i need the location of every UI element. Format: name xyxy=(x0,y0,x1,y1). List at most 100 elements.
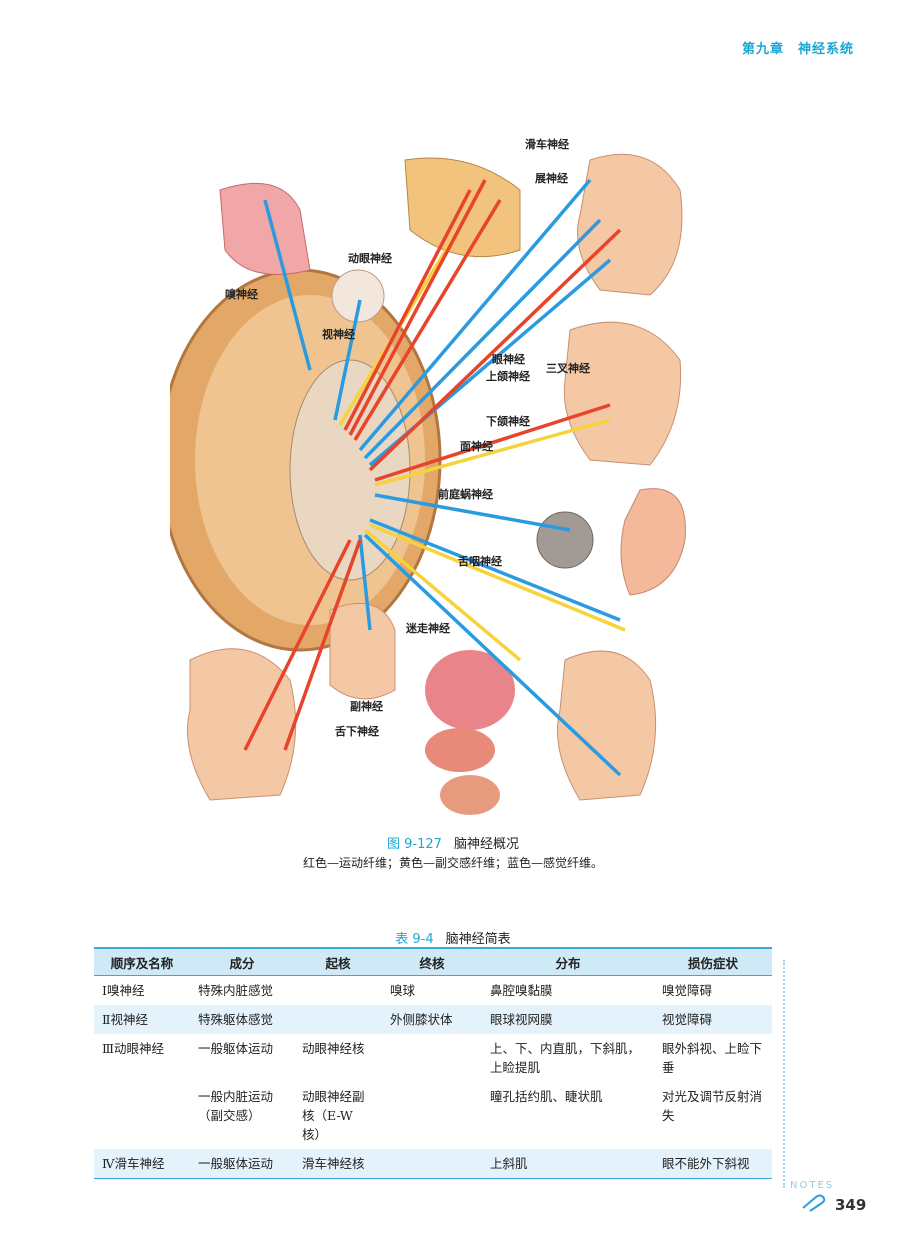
label-oculomotor: 动眼神经 xyxy=(348,251,392,265)
table-row: Ⅳ滑车神经 一般躯体运动 滑车神经核 上斜肌 眼不能外下斜视 xyxy=(94,1149,772,1179)
table-cell: 嗅球 xyxy=(390,983,416,998)
ear xyxy=(620,488,686,596)
label-ophthalmic: 眼神经 xyxy=(492,352,525,366)
olfactory-fibre xyxy=(263,199,312,371)
maxillary-fibre xyxy=(363,218,602,460)
facial-fibre-yellow xyxy=(374,418,611,487)
table-cell: 一般内脏运动（副交感） xyxy=(198,1089,274,1123)
head-bottom-left xyxy=(187,648,297,801)
glossopharyngeal-fibre-yellow xyxy=(369,523,626,632)
table-cell xyxy=(94,1082,190,1149)
table-cell: 特殊内脏感觉 xyxy=(198,983,274,998)
header-distribution: 分布 xyxy=(482,947,654,976)
vagus-to-throat-fibre xyxy=(363,533,622,777)
vestibulocochlear-fibre xyxy=(374,493,571,532)
label-olfactory: 嗅神经 xyxy=(225,287,258,301)
notes-label: NOTES xyxy=(790,1180,835,1191)
label-maxillary: 上颌神经 xyxy=(486,369,530,383)
inner-ear xyxy=(536,511,594,569)
table-title: 脑神经简表 xyxy=(445,932,511,947)
table-cell: 动眼神经核 xyxy=(302,1041,365,1056)
stomach xyxy=(425,728,495,772)
abducens-fibre xyxy=(353,199,502,441)
lungs xyxy=(425,650,515,730)
label-trigeminal: 三叉神经 xyxy=(546,361,590,375)
table-cell: 瞳孔括约肌、睫状肌 xyxy=(490,1089,603,1104)
table-header-row: 顺序及名称 成分 起核 终核 分布 损伤症状 xyxy=(94,947,772,976)
header-terminal-nucleus: 终核 xyxy=(382,947,482,976)
ophthalmic-fibre xyxy=(358,178,592,452)
optic-fibre xyxy=(333,299,362,421)
hypoglossal-fibre xyxy=(283,539,362,751)
table-cell xyxy=(382,1034,482,1082)
accessory-fibre xyxy=(243,539,352,751)
table-cell: 一般躯体运动 xyxy=(198,1041,274,1056)
label-vestibulocochlear: 前庭蜗神经 xyxy=(438,487,493,501)
table-cell xyxy=(382,1082,482,1149)
label-abducens: 展神经 xyxy=(534,171,568,185)
glossopharyngeal-fibre-blue xyxy=(369,518,621,622)
paperclip-icon xyxy=(802,1194,826,1212)
nerve-fibres xyxy=(243,178,626,777)
label-vagus: 迷走神经 xyxy=(405,621,450,635)
eyeball xyxy=(331,269,385,323)
chapter-header: 第九章 神经系统 xyxy=(741,42,854,57)
table-cell: 一般躯体运动 xyxy=(190,1149,294,1179)
page-number: 349 xyxy=(835,1196,867,1214)
header-origin-nucleus: 起核 xyxy=(294,947,382,976)
table-cell: 嗅觉障碍 xyxy=(662,983,713,998)
table-cell: 鼻腔嗅黏膜 xyxy=(490,983,553,998)
vagus-fibre-blue xyxy=(358,534,372,631)
table-cell: Ⅱ视神经 xyxy=(94,1005,190,1034)
brainstem xyxy=(289,359,411,581)
head-bottom-right xyxy=(557,650,657,801)
facial-fibre-red xyxy=(374,403,611,482)
table-cell: 外侧膝状体 xyxy=(382,1005,482,1034)
table-cell: 对光及调节反射消失 xyxy=(662,1089,763,1123)
header-component: 成分 xyxy=(190,947,294,976)
label-mandibular: 下颌神经 xyxy=(486,414,530,428)
table-row: 一般内脏运动（副交感） 动眼神经副核（E-W 核） 瞳孔括约肌、睫状肌 对光及调… xyxy=(94,1082,772,1149)
table-cell: 眼外斜视、上睑下垂 xyxy=(662,1041,763,1075)
figure-number: 图 9-127 xyxy=(387,837,442,852)
label-optic: 视神经 xyxy=(322,327,355,341)
table-cell: 上斜肌 xyxy=(482,1149,654,1179)
figure-title: 脑神经概况 xyxy=(453,837,519,852)
table-cell: Ⅳ滑车神经 xyxy=(94,1149,190,1179)
label-trochlear: 滑车神经 xyxy=(525,137,569,151)
intestines xyxy=(440,775,500,815)
head-small-throat xyxy=(329,602,396,700)
table-cell xyxy=(294,976,382,1006)
trochlear-fibre xyxy=(348,179,487,436)
head-mid-right xyxy=(563,321,682,466)
nose-region xyxy=(219,182,311,275)
vagus-fibre-yellow xyxy=(363,528,522,662)
illustration-svg: 嗅神经 滑车神经 展神经 动眼神经 视神经 眼神经 上颌神经 下颌神经 三叉神经… xyxy=(158,137,686,815)
table-cell: Ⅲ动眼神经 xyxy=(102,1041,165,1056)
header-name: 顺序及名称 xyxy=(94,947,190,976)
table-cell: Ⅰ嗅神经 xyxy=(102,983,145,998)
trigeminal-motor-fibre xyxy=(368,228,622,472)
table-cell: 眼球视网膜 xyxy=(482,1005,654,1034)
table-cell xyxy=(294,1005,382,1034)
oculomotor-fibre-red xyxy=(343,189,472,431)
table-cell xyxy=(382,1149,482,1179)
table-cell: 动眼神经副核（E-W 核） xyxy=(302,1089,365,1142)
label-glossopharyngeal: 舌咽神经 xyxy=(458,554,502,568)
table-cell: 滑车神经核 xyxy=(294,1149,382,1179)
table-number: 表 9-4 xyxy=(395,932,434,947)
table-cell: 特殊躯体感觉 xyxy=(190,1005,294,1034)
cranial-nerves-illustration: 嗅神经 滑车神经 展神经 动眼神经 视神经 眼神经 上颌神经 下颌神经 三叉神经… xyxy=(158,120,740,830)
label-facial: 面神经 xyxy=(460,439,493,453)
table-row: Ⅱ视神经 特殊躯体感觉 外侧膝状体 眼球视网膜 视觉障碍 xyxy=(94,1005,772,1034)
notes-divider xyxy=(783,960,785,1188)
figure-legend: 红色—运动纤维；黄色—副交感纤维；蓝色—感觉纤维。 xyxy=(302,856,603,870)
table-cell: 视觉障碍 xyxy=(654,1005,772,1034)
table-row: Ⅲ动眼神经 一般躯体运动 动眼神经核 上、下、内直肌，下斜肌，上睑提肌 眼外斜视… xyxy=(94,1034,772,1082)
cranial-nerves-table: 顺序及名称 成分 起核 终核 分布 损伤症状 Ⅰ嗅神经 特殊内脏感觉 嗅球 鼻腔… xyxy=(94,947,772,1179)
table-cell: 眼不能外下斜视 xyxy=(654,1149,772,1179)
head-top-right xyxy=(577,153,683,296)
table-caption: 表 9-4 脑神经简表 xyxy=(0,928,906,947)
label-accessory: 副神经 xyxy=(350,699,383,713)
table-row: Ⅰ嗅神经 特殊内脏感觉 嗅球 鼻腔嗅黏膜 嗅觉障碍 xyxy=(94,976,772,1006)
